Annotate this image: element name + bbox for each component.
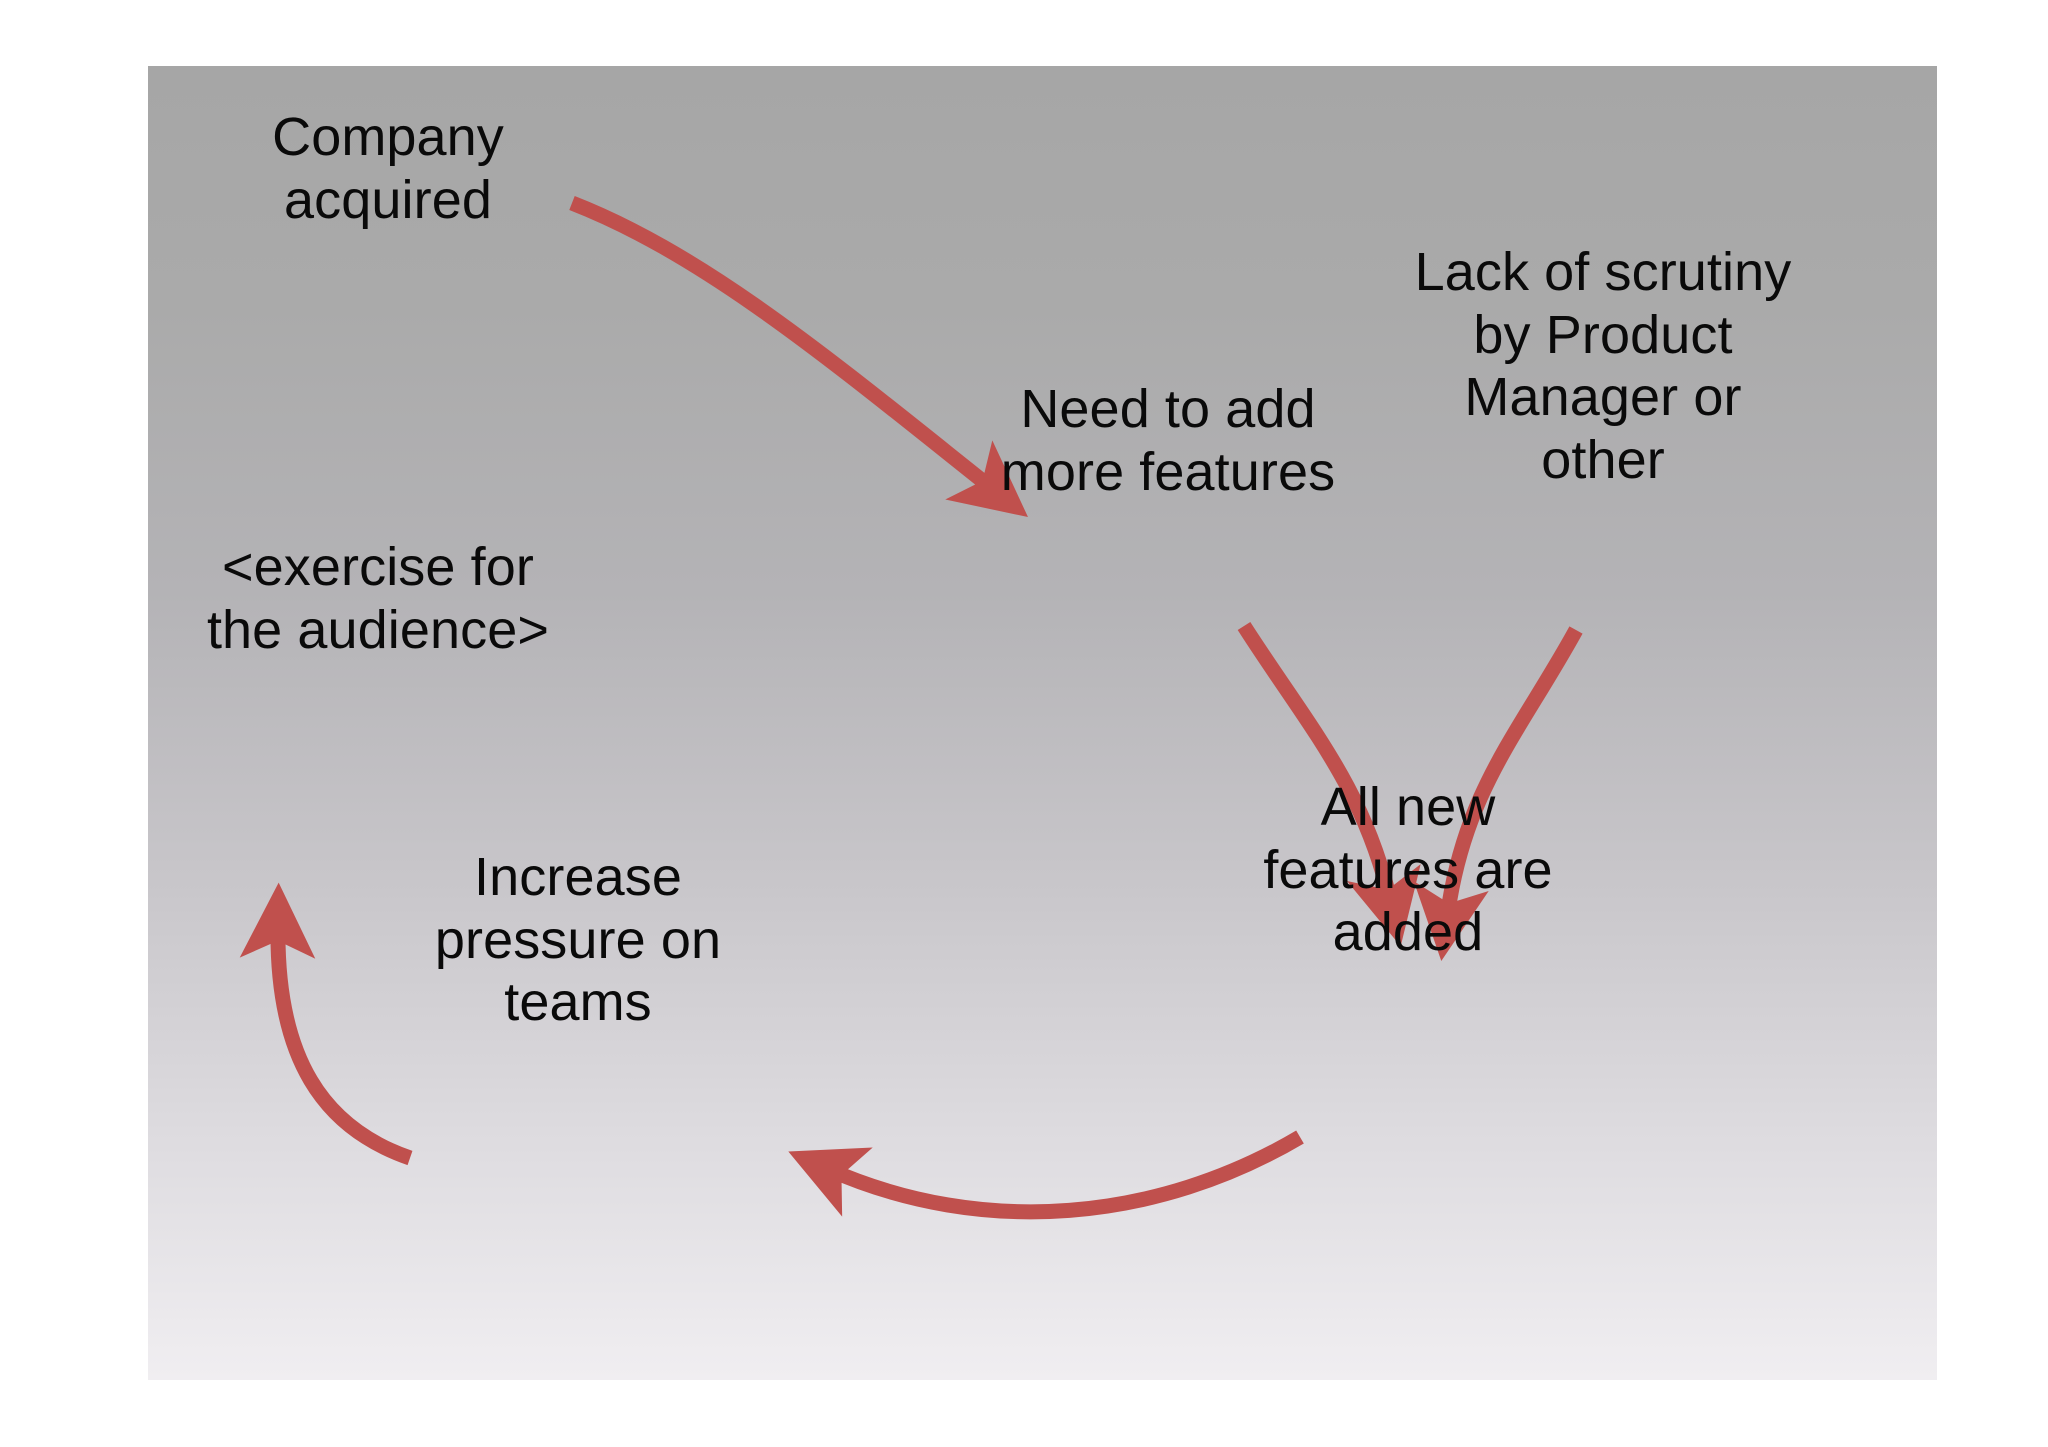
node-increase-pressure-on-teams: Increase pressure on teams [434, 847, 722, 1033]
node-lack-of-scrutiny: Lack of scrutiny by Product Manager or o… [1414, 242, 1792, 490]
node-all-new-features-are-added: All new features are added [1263, 777, 1553, 963]
edge-allnew-to-pressure [788, 1130, 1304, 1220]
slide-surface: Company acquired Need to add more featur… [148, 66, 1937, 1380]
node-company-acquired: Company acquired [272, 107, 504, 230]
edge-company-to-need [569, 196, 1028, 518]
node-need-to-add-more-features: Need to add more features [1000, 379, 1336, 502]
node-exercise-for-the-audience: <exercise for the audience> [206, 537, 550, 660]
